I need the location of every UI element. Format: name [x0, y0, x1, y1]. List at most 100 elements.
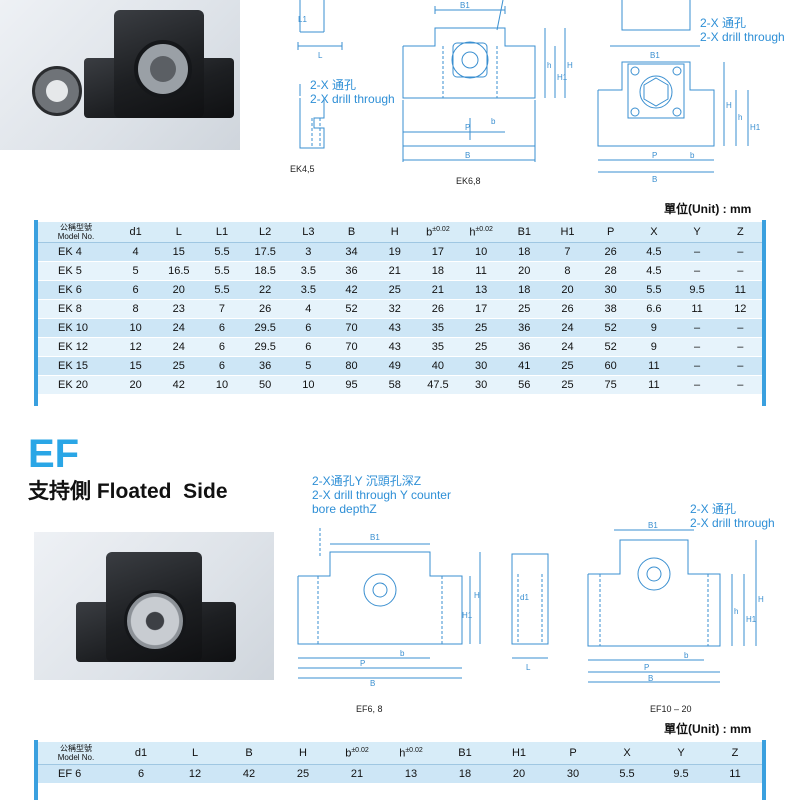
ek-table-cell: 17.5 — [243, 242, 287, 262]
ek-col-header: d1 — [114, 222, 158, 243]
ef-block-body — [106, 552, 202, 662]
ek-table-cell: 10 — [286, 375, 330, 395]
ek-col-header: Z — [718, 222, 762, 243]
ef-title: EF — [28, 432, 80, 476]
ek-table-cell: 70 — [329, 318, 374, 338]
ek-table-cell: 30 — [459, 356, 503, 376]
ek-table-cell: 36 — [502, 337, 546, 357]
ef-col-header-b: b±0.02 — [330, 742, 384, 765]
ek-table-cell: 25 — [545, 356, 590, 376]
ek-table-cell: 32 — [373, 299, 417, 319]
ef-counterbore-label: 2-X通孔Y 沉頭孔深Z 2-X drill through Y counter… — [312, 474, 451, 516]
ek68-dim-b: b — [491, 117, 496, 126]
ek-table-cell: 25 — [373, 280, 417, 300]
ek-table-cell: 4 — [114, 242, 158, 262]
ef1020-caption: EF10 – 20 — [650, 704, 692, 714]
ef68-drawing: B1 P b B H1 H — [297, 528, 481, 686]
ef-side-dim-d1: d1 — [520, 593, 529, 602]
ek-table-cell: 3 — [286, 242, 330, 262]
ek-table-cell: 47.5 — [416, 375, 460, 395]
ek-table-cell: 29.5 — [243, 337, 287, 357]
ef-table-cell: 18 — [438, 764, 492, 784]
ek-table-cell: – — [675, 261, 719, 281]
ek-row-model: EK 20 — [38, 375, 115, 395]
ek-table-cell: 6 — [200, 356, 244, 376]
ek-top-drill-zh: 2-X 通孔 — [700, 16, 747, 30]
ek-table-cell: 60 — [589, 356, 633, 376]
ef-table-cell: 42 — [222, 764, 276, 784]
ek-table-cell: – — [675, 242, 719, 262]
ef-col-header: L — [168, 742, 222, 765]
ek-table-cell: 52 — [329, 299, 374, 319]
ef1020-dim-H1: H1 — [746, 615, 757, 624]
ek-table-cell: – — [675, 337, 719, 357]
ek-table-cell: 15 — [157, 242, 201, 262]
ek-table-cell: 6 — [286, 318, 330, 338]
ef1020-dim-P: P — [644, 663, 649, 672]
ek-table-cell: 11 — [459, 261, 503, 281]
ek45-caption: EK4,5 — [290, 164, 315, 174]
ek-table-cell: 26 — [416, 299, 460, 319]
ek68-dim-H1: H1 — [557, 73, 568, 82]
ek-table-cell: 34 — [329, 242, 374, 262]
ek-model-header-en: Model No. — [57, 232, 95, 241]
ek-col-b-tolerance: ±0.02 — [432, 225, 450, 233]
ek-table-header: 公稱型號 Model No. d1 L L1 L2 L3 B H b±0.02 … — [38, 222, 762, 243]
ek-col-header: L1 — [200, 222, 244, 243]
ef68-dim-B1: B1 — [370, 533, 380, 542]
ek-model-header-zh: 公稱型號 — [60, 223, 92, 232]
ek-table-cell: 7 — [545, 242, 590, 262]
ef-model-header: 公稱型號 Model No. — [38, 742, 114, 765]
ek-table-cell: 6 — [114, 280, 158, 300]
ek-table-cell: 11 — [675, 299, 719, 319]
ek-table-cell: 8 — [114, 299, 158, 319]
ek1020-dim-B: B — [652, 175, 657, 184]
ef1020-dim-b: b — [684, 651, 689, 660]
ek-table-cell: – — [675, 318, 719, 338]
ek-table-cell: 36 — [243, 356, 287, 376]
ef-col-header: B1 — [438, 742, 492, 765]
ek-col-header: Y — [675, 222, 719, 243]
ek-table-cell: 26 — [243, 299, 287, 319]
ek-block-body — [114, 10, 204, 118]
dim-L1-label: L1 — [298, 15, 307, 24]
ek-table-cell: 20 — [545, 280, 590, 300]
ek-table-cell: 30 — [589, 280, 633, 300]
ek-table-cell: 42 — [157, 375, 201, 395]
ek1020-dim-b: b — [690, 151, 695, 160]
ek-table-cell: 4.5 — [632, 261, 676, 281]
ef-table-header: 公稱型號 Model No. d1 L B H b±0.02 h±0.02 B1… — [38, 742, 762, 765]
ek-table-cell: 11 — [632, 375, 676, 395]
ek-row-model: EK 15 — [38, 356, 115, 376]
ek-table-cell: 75 — [589, 375, 633, 395]
ef-col-b-label: b — [345, 747, 352, 760]
ek-table-cell: 6 — [200, 337, 244, 357]
ef-col-header: H1 — [492, 742, 546, 765]
ek-table-cell: 6 — [200, 318, 244, 338]
ek-table-cell: 24 — [545, 318, 590, 338]
ef-col-h-tolerance: ±0.02 — [405, 746, 423, 754]
ef-col-header: d1 — [114, 742, 168, 765]
ef68-dim-P: P — [360, 659, 365, 668]
ek-table-cell: 9 — [632, 337, 676, 357]
ek-table-cell: 29.5 — [243, 318, 287, 338]
ef68-dim-b: b — [400, 649, 405, 658]
ek-table-cell: 50 — [243, 375, 287, 395]
ek-col-header: L2 — [243, 222, 287, 243]
ek-table-cell: 6.6 — [632, 299, 676, 319]
ek-table-cell: 5.5 — [200, 280, 244, 300]
ek-table-cell: – — [718, 242, 762, 262]
ek-table-cell: 24 — [157, 318, 201, 338]
ek-table-cell: 10 — [459, 242, 503, 262]
ek-table-cell: 23 — [157, 299, 201, 319]
ek-table-cell: 13 — [459, 280, 503, 300]
ek-table-cell: 11 — [632, 356, 676, 376]
ek-table-cell: 80 — [329, 356, 374, 376]
ek-table-cell: 26 — [545, 299, 590, 319]
ef-col-header: Y — [654, 742, 708, 765]
ek-table-cell: – — [718, 337, 762, 357]
ek-col-header: H — [373, 222, 417, 243]
ek-unit-label: 單位(Unit) : mm — [664, 202, 752, 216]
ek-table-cell: 20 — [114, 375, 158, 395]
